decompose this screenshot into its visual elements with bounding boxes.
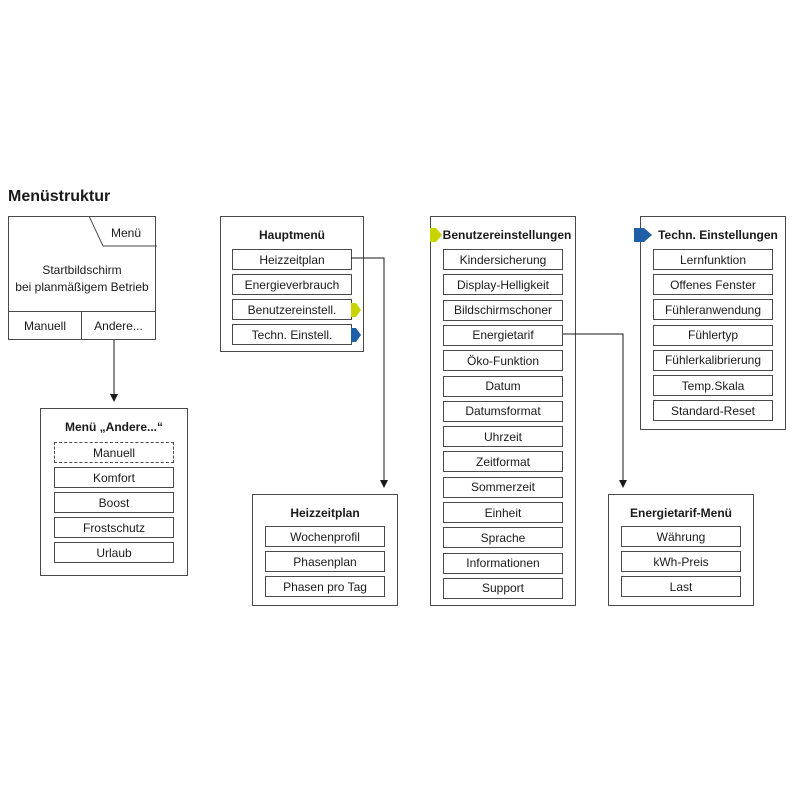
start-screen-panel: Menü Startbildschirm bei planmäßigem Bet… bbox=[8, 216, 157, 340]
user-settings-item[interactable]: Datumsformat bbox=[443, 400, 563, 422]
tariff-menu-title: Energietarif-Menü bbox=[629, 506, 732, 520]
heating-schedule-panel: Heizzeitplan Wochenprofil Phasenplan Pha… bbox=[252, 494, 398, 606]
tech-settings-item[interactable]: Fühlertyp bbox=[653, 324, 773, 346]
menu-tab-shape bbox=[89, 216, 157, 247]
user-settings-item[interactable]: Datum bbox=[443, 375, 563, 397]
manual-button[interactable]: Manuell bbox=[23, 319, 67, 333]
tech-settings-item[interactable]: Offenes Fenster bbox=[653, 274, 773, 296]
user-settings-item[interactable]: Energietarif bbox=[443, 324, 563, 346]
other-button[interactable]: Andere... bbox=[94, 319, 143, 333]
menu-other-item[interactable]: Komfort bbox=[54, 467, 174, 488]
user-settings-item[interactable]: Zeitformat bbox=[443, 451, 563, 473]
user-settings-item[interactable]: Support bbox=[443, 577, 563, 599]
main-menu-title: Hauptmenü bbox=[259, 228, 325, 242]
tariff-item[interactable]: kWh-Preis bbox=[621, 551, 741, 572]
user-settings-title-marker-icon bbox=[430, 228, 442, 242]
user-settings-item[interactable]: Öko-Funktion bbox=[443, 350, 563, 372]
tech-settings-title: Techn. Einstellungen bbox=[658, 228, 778, 242]
start-button-divider bbox=[9, 311, 155, 312]
user-settings-item[interactable]: Display-Helligkeit bbox=[443, 274, 563, 296]
user-settings-item[interactable]: Informationen bbox=[443, 552, 563, 574]
heating-item[interactable]: Phasenplan bbox=[265, 551, 385, 572]
start-button-vdivider bbox=[81, 311, 82, 339]
page-title: Menüstruktur bbox=[8, 188, 111, 205]
main-menu-item-energy[interactable]: Energieverbrauch bbox=[232, 274, 352, 295]
menu-other-item[interactable]: Manuell bbox=[54, 442, 174, 463]
main-menu-panel: Hauptmenü Heizzeitplan Energieverbrauch … bbox=[220, 216, 364, 352]
user-settings-item[interactable]: Kindersicherung bbox=[443, 249, 563, 270]
menu-other-item[interactable]: Boost bbox=[54, 492, 174, 513]
menu-other-title: Menü „Andere...“ bbox=[64, 420, 163, 434]
menu-tab-label[interactable]: Menü bbox=[111, 226, 142, 240]
user-settings-marker-icon bbox=[351, 303, 361, 317]
user-settings-title: Benutzereinstellungen bbox=[442, 228, 572, 242]
tech-settings-title-marker-icon bbox=[634, 228, 652, 242]
tech-settings-marker-icon bbox=[351, 328, 361, 342]
main-menu-item-tech-settings[interactable]: Techn. Einstell. bbox=[232, 324, 352, 345]
heating-item[interactable]: Wochenprofil bbox=[265, 526, 385, 547]
heating-item[interactable]: Phasen pro Tag bbox=[265, 576, 385, 597]
user-settings-item[interactable]: Bildschirmschoner bbox=[443, 299, 563, 321]
user-settings-item[interactable]: Einheit bbox=[443, 502, 563, 523]
tariff-menu-panel: Energietarif-Menü Währung kWh-Preis Last bbox=[608, 494, 754, 606]
tech-settings-item[interactable]: Standard-Reset bbox=[653, 400, 773, 422]
user-settings-item[interactable]: Sprache bbox=[443, 527, 563, 549]
tech-settings-item[interactable]: Temp.Skala bbox=[653, 375, 773, 396]
menu-other-panel: Menü „Andere...“ Manuell Komfort Boost F… bbox=[40, 408, 188, 576]
start-screen-line2: bei planmäßigem Betrieb bbox=[15, 280, 149, 294]
user-settings-item[interactable]: Sommerzeit bbox=[443, 476, 563, 498]
main-menu-item-user-settings[interactable]: Benutzereinstell. bbox=[232, 299, 352, 320]
tech-settings-item[interactable]: Fühleranwendung bbox=[653, 299, 773, 321]
tech-settings-item[interactable]: Lernfunktion bbox=[653, 249, 773, 270]
tariff-item[interactable]: Last bbox=[621, 576, 741, 597]
menu-other-item[interactable]: Frostschutz bbox=[54, 517, 174, 538]
menu-other-item[interactable]: Urlaub bbox=[54, 542, 174, 563]
main-menu-item-heating[interactable]: Heizzeitplan bbox=[232, 249, 352, 270]
tariff-item[interactable]: Währung bbox=[621, 526, 741, 547]
user-settings-item[interactable]: Uhrzeit bbox=[443, 426, 563, 448]
tech-settings-item[interactable]: Fühlerkalibrierung bbox=[653, 349, 773, 371]
heating-schedule-title: Heizzeitplan bbox=[290, 506, 360, 520]
start-screen-line1: Startbildschirm bbox=[42, 263, 122, 277]
